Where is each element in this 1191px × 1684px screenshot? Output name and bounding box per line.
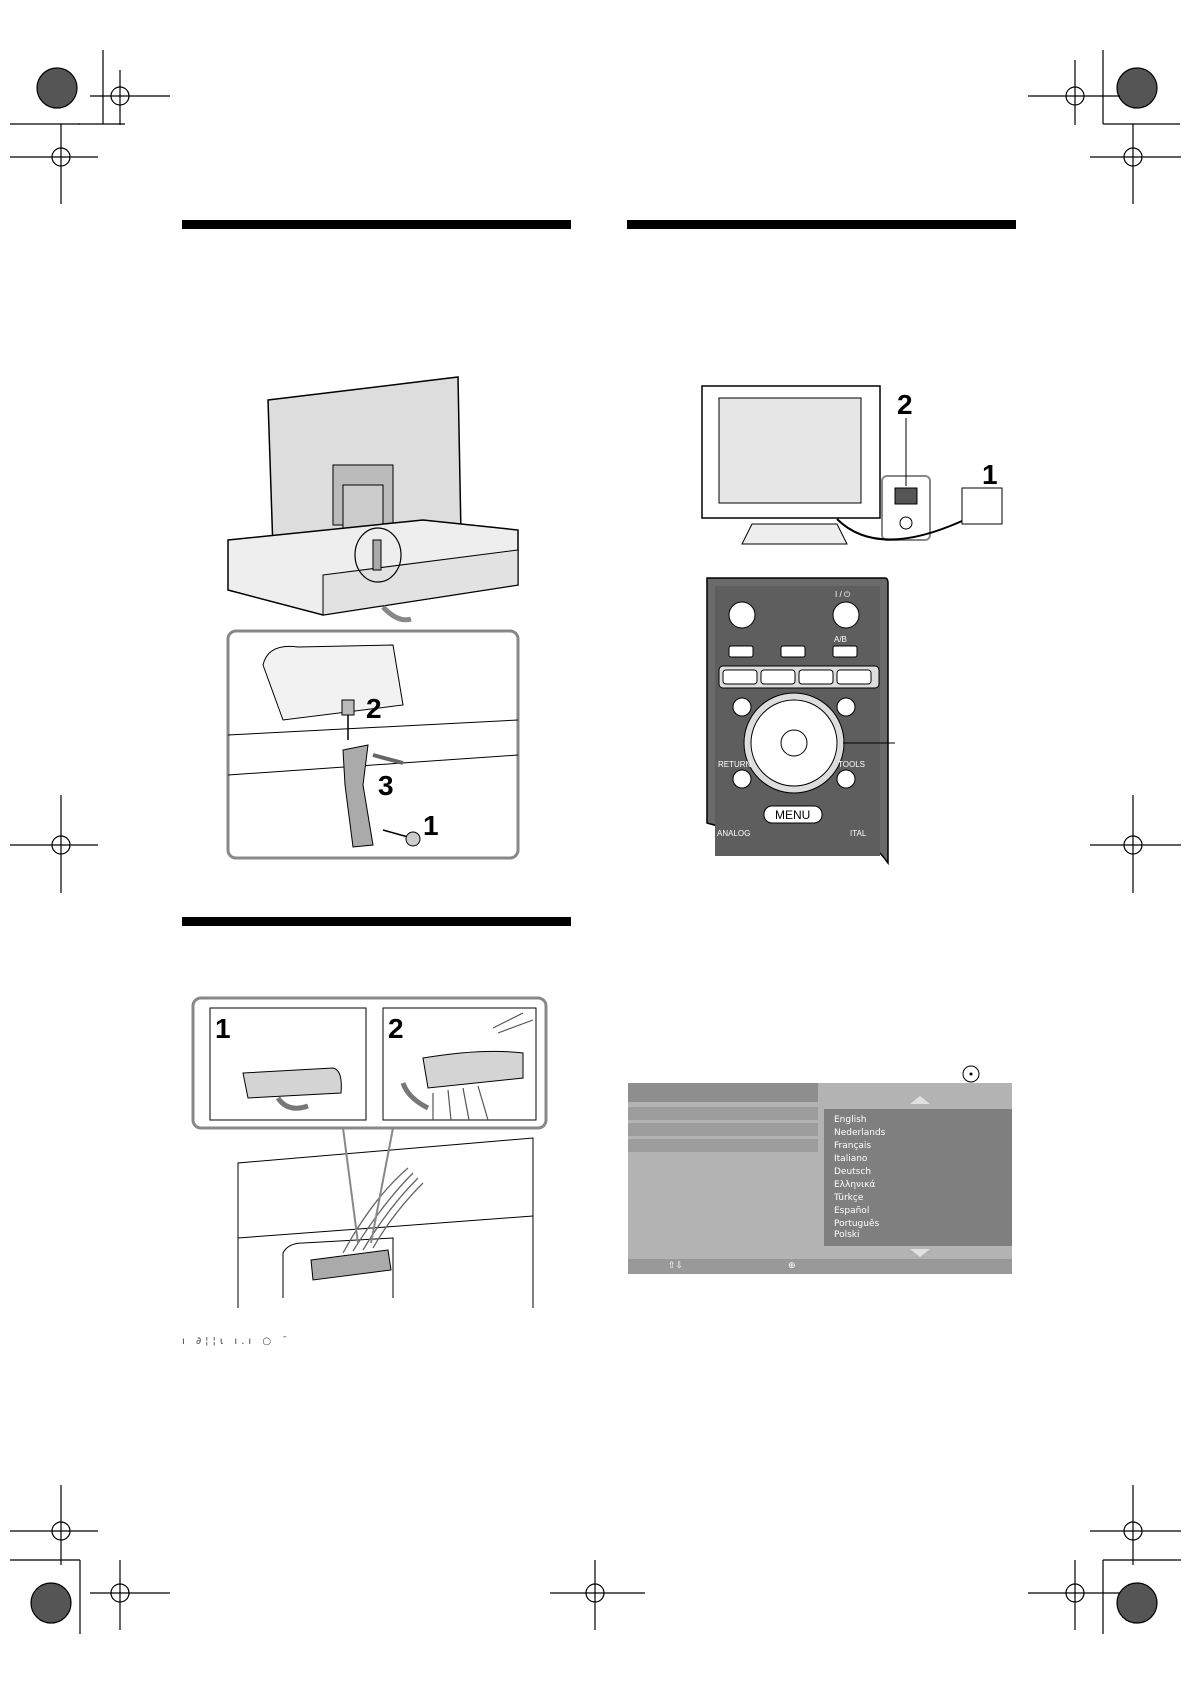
menu-left-row bbox=[628, 1139, 818, 1152]
remote-menu-label: MENU bbox=[775, 808, 810, 822]
power-connection-figure: 2 1 bbox=[701, 385, 1003, 545]
language-option[interactable]: English bbox=[834, 1115, 867, 1125]
language-option[interactable]: Ελληνικά bbox=[834, 1180, 876, 1190]
menu-left-row bbox=[628, 1123, 818, 1136]
stand-step-3: 3 bbox=[378, 770, 394, 801]
language-option[interactable]: Nederlands bbox=[834, 1128, 886, 1138]
remote-control-figure: A/B I / ⏻ RETURN TOOLS MENU ANALOG ITAL bbox=[706, 577, 895, 866]
power-step-1: 1 bbox=[982, 459, 998, 490]
enter-icon: ⊕ bbox=[788, 1261, 796, 1271]
menu-footer: ⇧⇩ ⊕ bbox=[628, 1259, 1012, 1274]
stand-fixing-figure: 2 3 1 bbox=[226, 376, 520, 860]
remote-power-label: I / ⏻ bbox=[835, 590, 851, 599]
menu-title-bar bbox=[628, 1083, 818, 1102]
cable-step-2: 2 bbox=[388, 1013, 404, 1044]
language-option[interactable]: Polski bbox=[834, 1230, 860, 1240]
up-down-arrows-icon: ⇧⇩ bbox=[668, 1261, 684, 1271]
remote-tools-label: TOOLS bbox=[838, 760, 865, 769]
language-list: English Nederlands Français Italiano Deu… bbox=[824, 1109, 1012, 1246]
stand-step-1: 1 bbox=[423, 810, 439, 841]
language-option[interactable]: Español bbox=[834, 1206, 870, 1216]
remote-ab-label: A/B bbox=[834, 635, 847, 644]
language-option[interactable]: Türkçe bbox=[834, 1193, 864, 1203]
language-option[interactable]: Português bbox=[834, 1219, 880, 1229]
language-menu-screen: English Nederlands Français Italiano Deu… bbox=[628, 1083, 1012, 1274]
remote-analog-label: ANALOG bbox=[717, 829, 750, 838]
section-rule-top-right bbox=[627, 220, 1016, 229]
page-footer-note: ı ∂¦¦ι ı.ı ○ ¯ bbox=[182, 1336, 292, 1347]
stand-step-2: 2 bbox=[366, 693, 382, 724]
scroll-down-icon[interactable] bbox=[910, 1249, 930, 1257]
remote-return-label: RETURN bbox=[718, 760, 752, 769]
language-option[interactable]: Italiano bbox=[834, 1154, 868, 1164]
section-rule-mid-left bbox=[182, 917, 571, 926]
language-option[interactable]: Français bbox=[834, 1141, 872, 1151]
section-rule-top-left bbox=[182, 220, 571, 229]
remote-digital-label: ITAL bbox=[850, 829, 867, 838]
menu-left-row bbox=[628, 1107, 818, 1120]
language-option[interactable]: Deutsch bbox=[834, 1167, 872, 1177]
cable-step-1: 1 bbox=[215, 1013, 231, 1044]
enter-icon bbox=[962, 1065, 980, 1083]
power-step-2: 2 bbox=[897, 389, 913, 420]
cable-holder-figure: 1 2 bbox=[191, 996, 548, 1308]
scroll-up-icon[interactable] bbox=[910, 1096, 930, 1104]
